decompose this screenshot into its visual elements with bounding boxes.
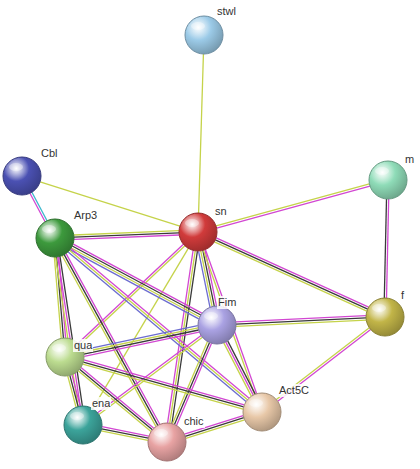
node-label: Arp3: [73, 209, 98, 222]
interaction-edge: [83, 360, 245, 409]
edge-strand: [217, 186, 370, 228]
node-label: ena: [91, 397, 111, 410]
interaction-edge: [236, 316, 366, 327]
edge-strand: [83, 328, 198, 352]
node-circle: [2, 156, 42, 196]
edge-strand: [58, 257, 80, 406]
interaction-edge: [70, 244, 202, 319]
node-circle: [368, 160, 408, 200]
edge-strand: [216, 184, 369, 226]
interaction-edge: [78, 244, 185, 345]
edge-strand: [387, 199, 389, 298]
interaction-edge: [83, 326, 199, 357]
node-circle: [35, 218, 75, 258]
edge-strand: [236, 320, 366, 326]
node-label: sn: [214, 205, 228, 218]
node-circle: [184, 15, 224, 55]
node-circle: [63, 405, 103, 445]
node-label: qua: [73, 339, 93, 352]
node-label: Act5C: [278, 384, 310, 397]
edge-strand: [60, 256, 82, 405]
edge-strand: [71, 249, 249, 399]
edge-strand: [70, 250, 248, 400]
edge-strand: [174, 342, 209, 424]
interaction-edge: [224, 341, 255, 396]
node-circle: [197, 305, 237, 345]
edge-strand: [199, 251, 210, 307]
protein-node: m: [368, 160, 408, 200]
node-circle: [242, 392, 282, 432]
interaction-edge: [30, 192, 47, 221]
edge-strand: [215, 240, 367, 309]
edge-strand: [68, 376, 76, 407]
edge-strand: [228, 341, 256, 394]
interaction-edge: [199, 54, 204, 213]
interaction-edge: [62, 254, 160, 427]
edge-strand: [102, 429, 149, 438]
edge-strand: [278, 329, 371, 401]
interaction-edge: [56, 256, 83, 406]
edge-strand: [214, 242, 366, 311]
node-label: Cbl: [40, 147, 59, 160]
edge-strand: [83, 364, 243, 409]
interaction-edge: [216, 184, 370, 228]
edge-strand: [74, 235, 179, 239]
edge-strand: [102, 427, 149, 436]
interaction-edge: [74, 231, 179, 240]
interaction-edge: [68, 375, 81, 407]
node-label: f: [400, 289, 405, 302]
protein-node: Fim: [197, 305, 237, 345]
edge-strand: [32, 192, 47, 220]
protein-node: Arp3: [35, 218, 75, 258]
edge-strand: [64, 255, 158, 426]
node-circle: [365, 297, 405, 337]
interaction-edge: [276, 328, 370, 402]
node-circle: [178, 212, 218, 252]
protein-node: Cbl: [2, 156, 42, 196]
protein-node: chic: [147, 422, 187, 462]
edge-strand: [384, 199, 386, 298]
protein-node: stwl: [184, 15, 224, 55]
protein-node: ena: [63, 405, 103, 445]
edge-strand: [216, 238, 368, 307]
protein-node: f: [365, 297, 405, 337]
edge-strand: [224, 343, 252, 396]
edge-strand: [276, 328, 369, 400]
interaction-edge: [172, 342, 211, 426]
edge-strand: [176, 343, 211, 425]
node-label: Fim: [217, 296, 237, 309]
edge-strand: [74, 231, 179, 235]
node-label: chic: [183, 415, 205, 428]
edge-strand: [78, 244, 183, 343]
edge-strand: [83, 326, 198, 350]
edge-strand: [30, 193, 45, 221]
edge-strand: [199, 54, 204, 213]
edge-strand: [101, 431, 148, 440]
node-circle: [147, 422, 187, 462]
protein-node: sn: [178, 212, 218, 252]
node-label: stwl: [216, 5, 237, 18]
node-label: m: [404, 153, 415, 166]
edge-strand: [226, 342, 254, 395]
edge-strand: [172, 342, 207, 424]
interaction-edge: [101, 427, 149, 441]
protein-node: Act5C: [242, 392, 282, 432]
protein-node: qua: [45, 337, 85, 377]
edge-strand: [74, 233, 179, 237]
edge-strand: [70, 250, 199, 319]
edge-strand: [99, 337, 203, 414]
edge-strand: [98, 335, 202, 412]
interaction-edge: [214, 238, 368, 311]
interaction-edge: [384, 199, 388, 298]
